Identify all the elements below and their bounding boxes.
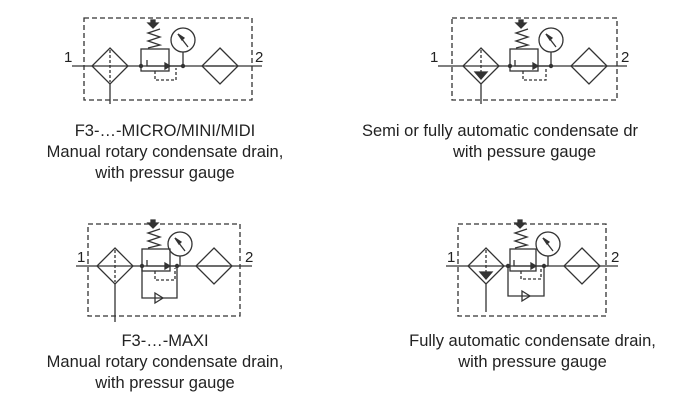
- bypass-line: [141, 266, 178, 299]
- regulator-spring: [145, 228, 163, 249]
- filter-symbol: [462, 47, 500, 85]
- pressure-gauge: [538, 27, 564, 53]
- lubricator-symbol: [570, 47, 608, 85]
- regulator-symbol: [141, 248, 171, 272]
- caption-line: F3-…-MICRO/MINI/MIDI: [74, 122, 256, 140]
- regulator-spring: [513, 28, 531, 49]
- port-in-label: 1: [430, 49, 438, 66]
- filter-symbol: [467, 247, 505, 285]
- caption-manual-drain: F3-…-MICRO/MINI/MIDI Manual rotary conde…: [10, 121, 320, 184]
- port-out-label: 2: [621, 49, 629, 66]
- caption-maxi-manual-drain: F3-…-MAXI Manual rotary condensate drain…: [10, 331, 320, 394]
- pilot-line: [154, 268, 176, 281]
- pressure-gauge: [170, 27, 196, 53]
- unit-boundary: [451, 17, 618, 101]
- port-in-label: 1: [77, 249, 85, 266]
- pressure-gauge: [167, 231, 193, 257]
- unit-boundary: [83, 17, 253, 101]
- filter-symbol: [91, 47, 129, 85]
- port-out-label: 2: [255, 49, 263, 66]
- lubricator-symbol: [201, 47, 239, 85]
- port-in-label: 1: [447, 249, 455, 266]
- caption-line: Semi or fully automatic condensate dr: [362, 122, 639, 140]
- caption-line: F3-…-MAXI: [121, 332, 209, 350]
- regulator-symbol: [509, 48, 539, 72]
- filter-symbol: [96, 247, 134, 285]
- caption-line: Fully automatic condensate drain,: [409, 332, 656, 350]
- regulator-spring: [512, 228, 530, 249]
- unit-boundary: [457, 223, 607, 317]
- caption-fully-auto-drain: Fully automatic condensate drain, with p…: [385, 331, 680, 373]
- port-out-label: 2: [611, 249, 619, 266]
- check-valve: [521, 289, 532, 303]
- caption-auto-drain: Semi or fully automatic condensate dr wi…: [362, 121, 680, 163]
- caption-line: with pressur gauge: [95, 374, 235, 392]
- pilot-line: [154, 68, 177, 81]
- bypass-line: [507, 266, 545, 297]
- pilot-line: [520, 268, 542, 280]
- unit-boundary: [87, 223, 241, 317]
- caption-line: with pressur gauge: [95, 164, 235, 182]
- regulator-spring: [145, 28, 163, 49]
- pilot-line: [522, 68, 547, 81]
- lubricator-symbol: [563, 247, 601, 285]
- caption-line: Manual rotary condensate drain,: [46, 353, 284, 371]
- port-in-label: 1: [64, 49, 72, 66]
- caption-line: with pressure gauge: [458, 353, 607, 371]
- check-valve: [154, 291, 165, 305]
- regulator-symbol: [509, 248, 537, 272]
- lubricator-symbol: [195, 247, 233, 285]
- caption-line: Manual rotary condensate drain,: [46, 143, 284, 161]
- port-out-label: 2: [245, 249, 253, 266]
- pressure-gauge: [535, 231, 561, 257]
- regulator-symbol: [140, 48, 170, 72]
- caption-line: with pessure gauge: [453, 143, 597, 161]
